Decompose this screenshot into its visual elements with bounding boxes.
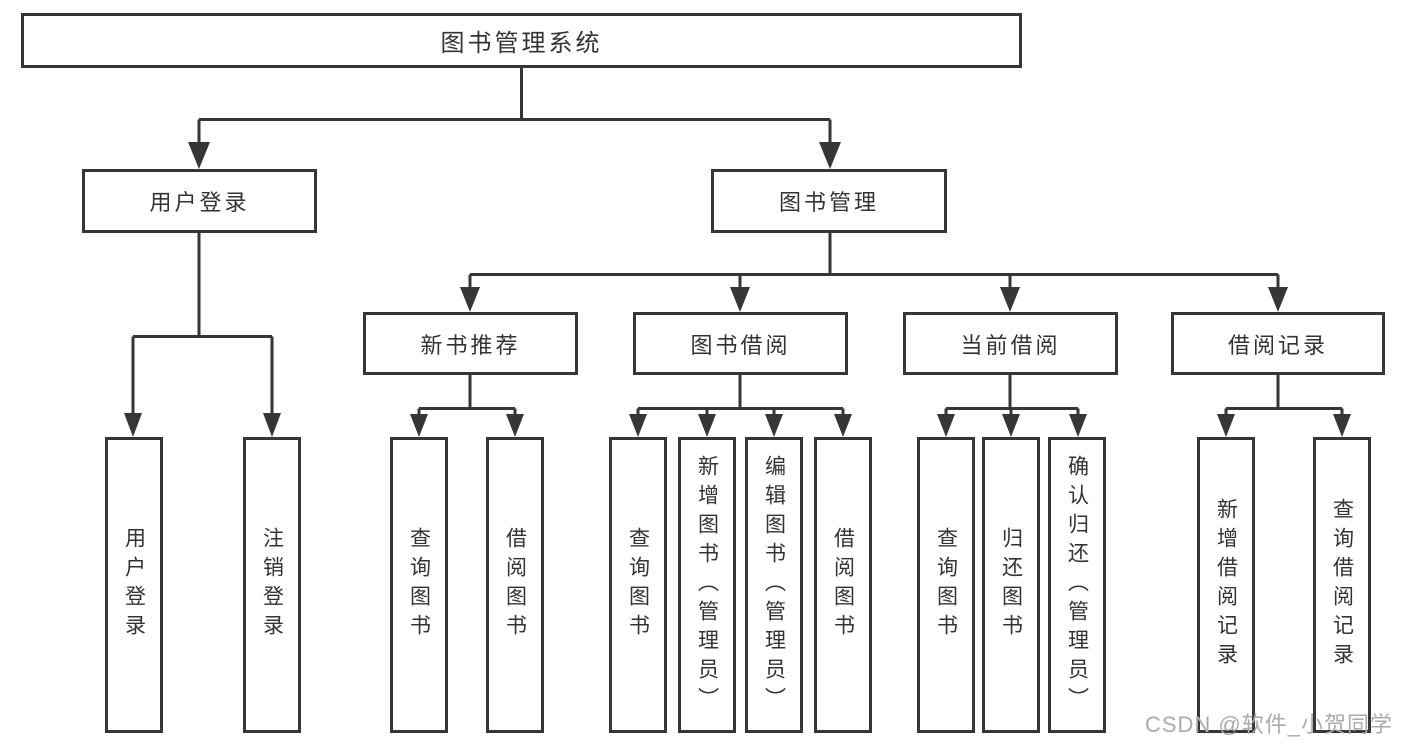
leaf-logout: 注销登录 (243, 437, 301, 733)
leaf-query-borrow-record: 查询借阅记录 (1313, 437, 1371, 733)
leaf-query-book-current: 查询图书 (917, 437, 975, 733)
arrowhead-icons (124, 142, 1351, 437)
leaf-add-book-admin: 新增图书（管理员） (678, 437, 736, 733)
node-new-book-recommend: 新书推荐 (363, 312, 578, 375)
leaf-add-borrow-record: 新增借阅记录 (1197, 437, 1255, 733)
node-root-system: 图书管理系统 (21, 13, 1022, 68)
node-book-borrow: 图书借阅 (633, 312, 848, 375)
leaf-query-book-recommend: 查询图书 (390, 437, 448, 733)
leaf-borrow-book: 借阅图书 (814, 437, 872, 733)
node-current-borrow: 当前借阅 (903, 312, 1118, 375)
csdn-watermark: CSDN @软件_小贺同学 (1144, 712, 1393, 737)
node-borrow-records: 借阅记录 (1171, 312, 1385, 375)
leaf-return-book: 归还图书 (982, 437, 1040, 733)
leaf-edit-book-admin: 编辑图书（管理员） (745, 437, 803, 733)
leaf-confirm-return-admin: 确认归还（管理员） (1048, 437, 1106, 733)
node-user-login: 用户登录 (82, 169, 317, 233)
leaf-query-book-borrow: 查询图书 (609, 437, 667, 733)
node-book-management: 图书管理 (711, 169, 947, 233)
leaf-borrow-book-recommend: 借阅图书 (486, 437, 544, 733)
leaf-user-login: 用户登录 (105, 437, 163, 733)
